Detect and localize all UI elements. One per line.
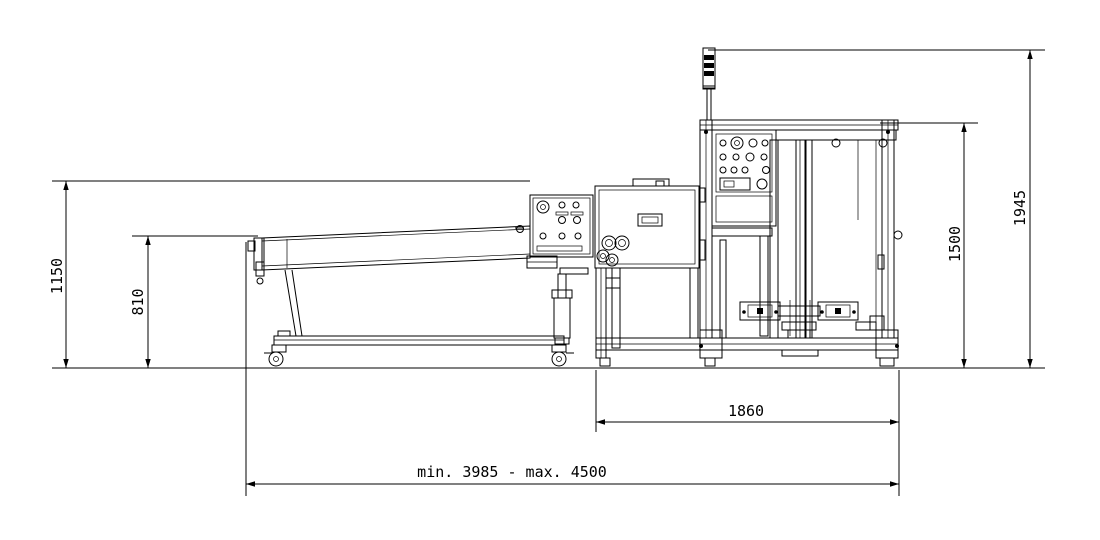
- dim-1500-label: 1500: [946, 226, 964, 262]
- inclined-conveyor: [247, 225, 558, 285]
- main-control-panel: [711, 129, 777, 227]
- print-unit-support: [595, 267, 699, 359]
- dim-1150-label: 1150: [48, 258, 66, 294]
- dim-total-length-label: min. 3985 - max. 4500: [417, 463, 607, 481]
- dim-810-label: 810: [129, 288, 147, 315]
- print-unit: [594, 178, 706, 269]
- gripper-assembly: [739, 300, 885, 339]
- machine-side-view: [247, 47, 903, 367]
- dimension-lines: [52, 49, 1045, 496]
- signal-tower: [702, 47, 716, 121]
- conveyor-control-box: [529, 194, 594, 258]
- main-frame: [595, 119, 903, 367]
- dim-1860-label: 1860: [728, 402, 764, 420]
- conveyor-stand: [264, 267, 589, 367]
- dim-1945-label: 1945: [1011, 190, 1029, 226]
